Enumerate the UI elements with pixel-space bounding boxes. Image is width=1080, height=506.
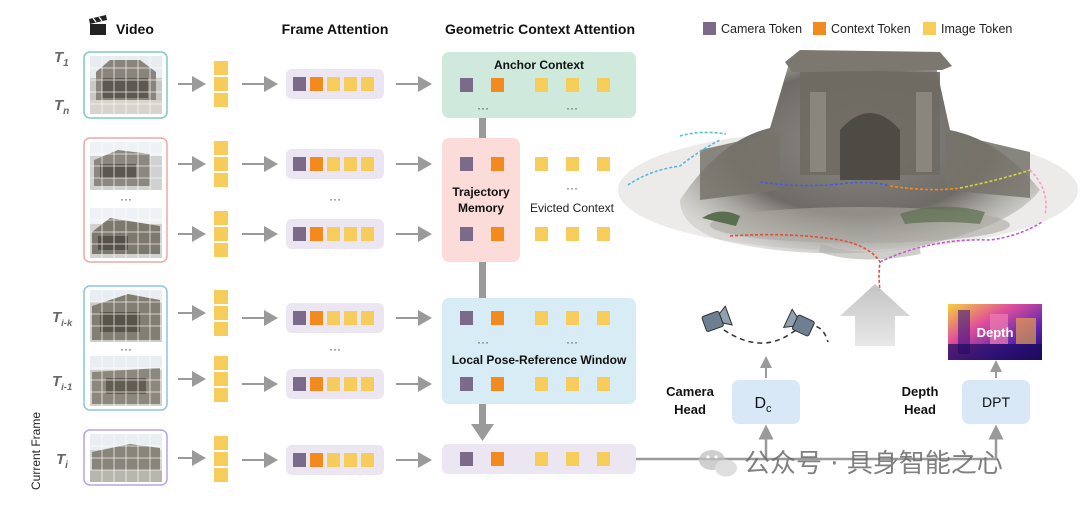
reconstruction-arrow bbox=[840, 284, 910, 346]
frame-attention-block bbox=[286, 369, 384, 399]
trajectory-memory-block: Trajectory Memory bbox=[442, 138, 520, 262]
label-t1: T1 bbox=[54, 49, 69, 69]
point-cloud-reconstruction bbox=[618, 50, 1078, 260]
camera-icon bbox=[701, 305, 733, 332]
watermark-text: 公众号 · 具身智能之心 bbox=[744, 449, 1003, 479]
ellipsis: ··· bbox=[477, 335, 489, 349]
frame-to-context-arrows bbox=[396, 76, 432, 468]
depth-head-label-2: Head bbox=[904, 402, 936, 417]
camera-trajectory-paths bbox=[627, 131, 1047, 291]
camera-head-label-1: Camera bbox=[666, 384, 714, 399]
trajectory-memory-title-1: Trajectory bbox=[452, 185, 510, 199]
depth-head-box bbox=[962, 380, 1030, 424]
frame-attention-block bbox=[286, 303, 384, 333]
legend-camera-label: Camera Token bbox=[721, 22, 802, 36]
label-tik: Ti-k bbox=[52, 309, 73, 329]
frame-to-token-arrows bbox=[178, 76, 206, 466]
frame-attention-block bbox=[286, 149, 384, 179]
ellipsis: ··· bbox=[329, 342, 341, 356]
ellipsis: ··· bbox=[477, 101, 489, 115]
frame-group-memory bbox=[83, 137, 168, 263]
frame-group-local bbox=[83, 285, 168, 411]
frame-attention-block bbox=[286, 219, 384, 249]
ellipsis: ··· bbox=[566, 335, 578, 349]
trajectory-memory-title-2: Memory bbox=[458, 201, 504, 215]
context-flow-connector bbox=[471, 118, 494, 441]
label-ti: Ti bbox=[56, 451, 68, 471]
anchor-context-block: Anchor Context ··· ··· bbox=[442, 52, 636, 118]
legend-context-swatch bbox=[813, 22, 826, 35]
frame-group-anchor bbox=[83, 51, 168, 119]
evicted-context-label: Evicted Context bbox=[530, 201, 615, 215]
label-tn: Tn bbox=[54, 97, 69, 117]
ellipsis: ··· bbox=[120, 192, 132, 206]
anchor-context-title: Anchor Context bbox=[494, 58, 584, 72]
ellipsis: ··· bbox=[329, 192, 341, 206]
patch-grid-overlay bbox=[90, 56, 162, 482]
ellipsis: ··· bbox=[566, 101, 578, 115]
depth-head-label-1: Depth bbox=[902, 384, 939, 399]
legend-context-label: Context Token bbox=[831, 22, 911, 36]
depth-map-image: Depth bbox=[948, 304, 1042, 360]
legend: Camera Token Context Token Image Token bbox=[703, 22, 1012, 36]
camera-trajectory-dashed bbox=[723, 325, 829, 344]
frame-group-current bbox=[83, 429, 168, 486]
camera-head-label-2: Head bbox=[674, 402, 706, 417]
legend-camera-swatch bbox=[703, 22, 716, 35]
label-ti1: Ti-1 bbox=[52, 373, 72, 393]
frame-attention-block bbox=[286, 69, 384, 99]
current-frame-context-block bbox=[442, 444, 636, 474]
wechat-icon bbox=[699, 450, 737, 477]
legend-image-swatch bbox=[923, 22, 936, 35]
camera-head-box bbox=[732, 380, 800, 424]
frame-attention-header: Frame Attention bbox=[282, 21, 389, 37]
depth-head-box-label: DPT bbox=[982, 394, 1010, 410]
frame-attention-block bbox=[286, 445, 384, 475]
depth-map-label: Depth bbox=[977, 325, 1014, 340]
token-to-frame-attention-arrows bbox=[242, 76, 278, 468]
video-header: Video bbox=[116, 21, 154, 37]
output-to-heads-connector bbox=[636, 424, 1004, 461]
local-pose-reference-window-block: ··· ··· Local Pose-Reference Window bbox=[442, 298, 636, 404]
current-frame-label: Current Frame bbox=[29, 412, 43, 490]
ellipsis: ··· bbox=[120, 342, 132, 356]
image-token-columns bbox=[214, 61, 228, 482]
camera-icon bbox=[782, 308, 815, 337]
local-window-title: Local Pose-Reference Window bbox=[452, 353, 627, 367]
camera-head-box-label: Dc bbox=[754, 395, 772, 415]
geometric-context-attention-header: Geometric Context Attention bbox=[445, 21, 635, 37]
clapperboard-icon bbox=[89, 15, 107, 35]
legend-image-label: Image Token bbox=[941, 22, 1012, 36]
ellipsis: ··· bbox=[566, 181, 578, 195]
evicted-context-block: ··· Evicted Context bbox=[530, 157, 615, 241]
